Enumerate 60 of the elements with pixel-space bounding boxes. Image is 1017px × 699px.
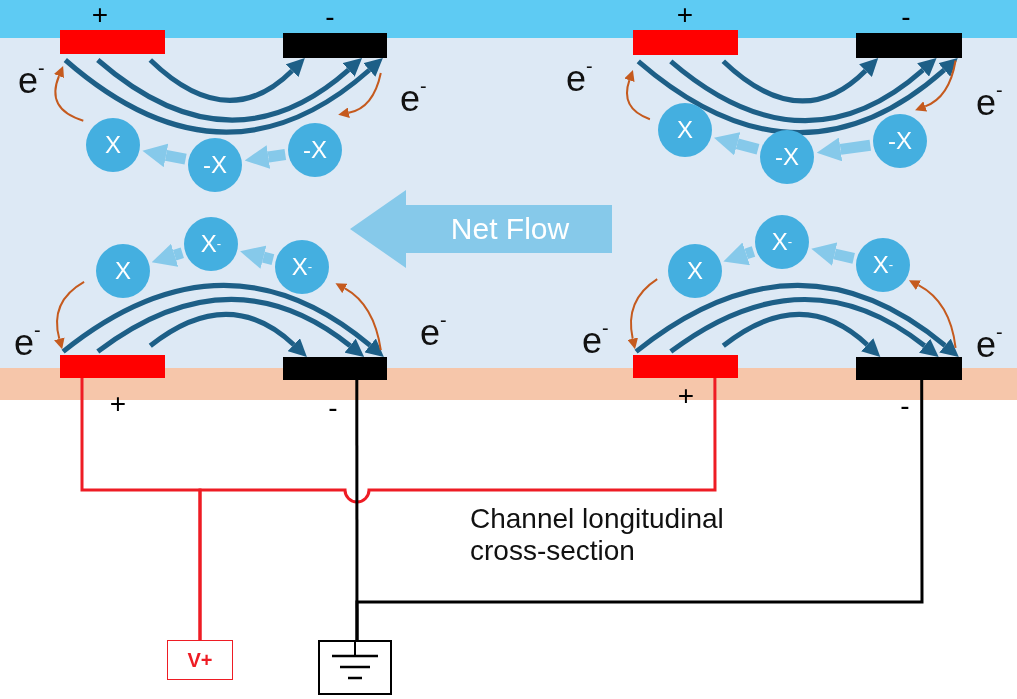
curved-arrow [61, 282, 385, 357]
polarity-sign: + [91, 1, 109, 29]
electron-label: e$^{-}$ [582, 320, 609, 362]
net-flow-arrow [350, 190, 612, 268]
electron-label: e$^{-}$ [976, 324, 1003, 366]
electrode-bar [283, 33, 387, 58]
curved-arrow [624, 69, 651, 121]
curved-arrow [634, 283, 960, 357]
section-caption: Channel longitudinal cross-section [470, 503, 725, 568]
curved-arrow [721, 311, 881, 357]
curved-arrow [721, 58, 879, 104]
flow-arrow [151, 243, 184, 267]
electrode-bar [856, 357, 962, 380]
curved-arrow [915, 59, 957, 112]
curved-arrow [54, 280, 86, 350]
polarity-sign: - [325, 3, 335, 31]
curved-arrow [669, 58, 938, 124]
wire [355, 380, 924, 640]
flow-arrow [811, 242, 855, 266]
flow-arrow [142, 143, 187, 168]
polarity-sign: - [900, 392, 910, 420]
flow-arrow [240, 245, 275, 269]
electrode-bar [60, 355, 165, 378]
curved-arrow [335, 282, 382, 352]
electron-label: e$^{-}$ [566, 58, 593, 100]
electrode-bar [283, 357, 387, 380]
polarity-sign: + [677, 382, 695, 410]
flow-arrow [244, 145, 287, 169]
flow-arrow [723, 242, 756, 266]
polarity-sign: - [901, 3, 911, 31]
voltage-source-box: V+ [167, 640, 233, 680]
flow-arrow [714, 132, 760, 156]
curved-arrow [909, 279, 957, 349]
electron-label: e$^{-}$ [18, 60, 45, 102]
curved-arrow [669, 297, 940, 357]
polarity-sign: + [676, 1, 694, 29]
electrode-bar [633, 30, 738, 55]
polarity-sign: - [328, 394, 338, 422]
curved-arrow [53, 65, 85, 122]
curved-arrow [148, 58, 306, 103]
curved-arrow [96, 58, 363, 123]
electrode-bar [60, 30, 165, 54]
wire [198, 378, 717, 640]
electron-label: e$^{-}$ [14, 322, 41, 364]
flow-arrow [816, 137, 872, 162]
curved-arrow [63, 58, 384, 135]
electrode-bar [633, 355, 738, 378]
curved-arrow [96, 297, 365, 357]
electrode-bar [856, 33, 962, 58]
electron-label: e$^{-}$ [400, 78, 427, 120]
arrow-label: Net Flow [449, 211, 571, 247]
wire [355, 380, 359, 640]
polarity-sign: + [109, 390, 127, 418]
electron-label: e$^{-}$ [976, 82, 1003, 124]
curved-arrow [148, 311, 308, 357]
curved-arrow [627, 278, 659, 350]
curved-arrow [338, 72, 382, 119]
electron-label: e$^{-}$ [420, 312, 447, 354]
ground-symbol [318, 640, 392, 695]
curved-arrow [636, 58, 959, 136]
